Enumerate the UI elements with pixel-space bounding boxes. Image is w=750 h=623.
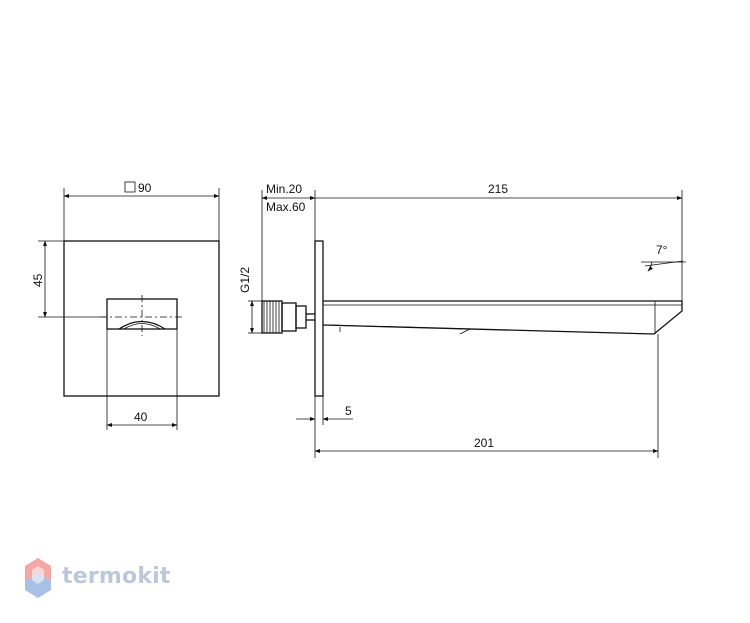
- length-label: 215: [488, 182, 508, 196]
- plate-size-label: 90: [138, 181, 152, 195]
- angle-label: 7°: [656, 243, 668, 257]
- front-view: 90 45 40: [31, 181, 220, 430]
- brand-name: termokit: [62, 564, 171, 589]
- front-plate: [63, 240, 220, 397]
- square-symbol: [124, 181, 136, 193]
- thread-connector: [261, 300, 315, 334]
- spout-body: [322, 300, 683, 335]
- side-view: Min.20 Max.60 215 G1/2 7° 5 201: [238, 182, 686, 458]
- side-plate: [314, 240, 324, 397]
- wall-min-label: Min.20: [266, 182, 302, 196]
- plate-thickness-label: 5: [345, 404, 352, 418]
- projection-label: 201: [474, 436, 494, 450]
- thread-label: G1/2: [238, 267, 252, 293]
- wall-max-label: Max.60: [266, 200, 306, 214]
- termokit-logo-icon: [25, 558, 51, 598]
- height-label: 45: [31, 273, 45, 287]
- spout-width-label: 40: [134, 410, 148, 424]
